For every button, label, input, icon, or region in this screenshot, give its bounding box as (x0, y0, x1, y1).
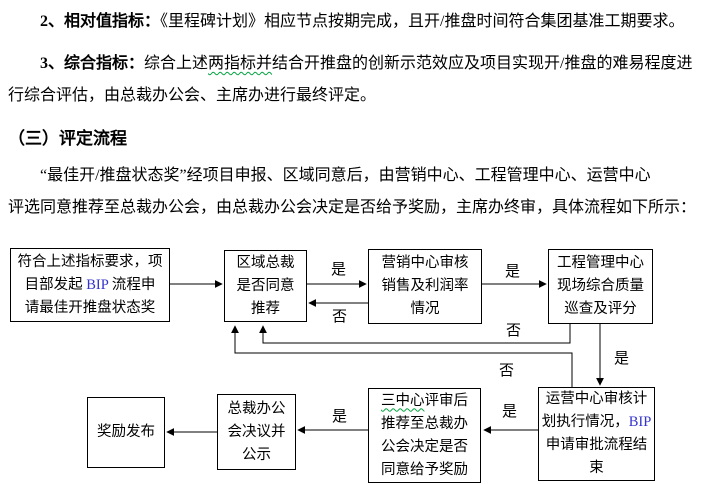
composite-indicator-line1: 3、综合指标：综合上述两指标并结合开推盘的创新示范效应及项目实现开/推盘的难易程… (8, 48, 709, 80)
flow-box-line: 营销中心审核 (381, 255, 469, 271)
paragraph-relative-indicator: 2、相对值指标：《里程碑计划》相应节点按期完成，且开/推盘时间符合集团基准工期要… (8, 6, 709, 38)
flow-box-line: 三中心评审后 (381, 390, 468, 413)
branch-label-yes: 是 (332, 409, 348, 425)
branch-label-no: 否 (506, 323, 522, 339)
section-heading: （三）评定流程 (8, 129, 127, 148)
flow-box-line: 销售及利润率 (381, 278, 469, 294)
flow-box-line: 会决议并 (227, 423, 286, 440)
flow-box-three-centers-recommendation: 三中心评审后 推荐至总裁办 公会决定是否 同意给予奖励 (368, 388, 481, 483)
flow-box-line: 推荐 (251, 300, 280, 317)
spellcheck-wavy-text: 两指标并 (208, 55, 273, 72)
document-body: 2、相对值指标：《里程碑计划》相应节点按期完成，且开/推盘时间符合集团基准工期要… (8, 4, 709, 224)
flow-box-text: 评审后 (424, 392, 469, 409)
flow-box-award-release: 奖励发布 (87, 397, 165, 468)
flow-box-project-application: 符合上述指标要求，项 目部发起 BIP 流程申 请最佳开推盘状态奖 (10, 248, 170, 322)
flow-box-engineering-center-inspection: 工程管理中心 现场综合质量 巡查及评分 (548, 249, 653, 324)
flow-box-marketing-center-review: 营销中心审核 销售及利润率 情况 (368, 249, 482, 324)
branch-label-no: 否 (332, 309, 348, 325)
flow-box-line: 目部发起 BIP 流程申 (25, 274, 156, 297)
relative-indicator-text: 《里程碑计划》相应节点按期完成，且开/推盘时间符合集团基准工期要求。 (160, 13, 685, 30)
paragraph-composite-indicator: 3、综合指标：综合上述两指标并结合开推盘的创新示范效应及项目实现开/推盘的难易程… (8, 48, 709, 112)
composite-indicator-line2: 行综合评估，由总裁办公会、主席办进行最终评定。 (8, 87, 377, 104)
flow-box-line: 运营中心审核计 (545, 391, 648, 407)
flow-box-line: 同意给予奖励 (381, 461, 468, 478)
flow-box-line: 情况 (410, 301, 440, 317)
composite-indicator-text-b: 结合开推盘的创新示范效应及项目实现开/推盘的难易程度进 (272, 55, 693, 72)
flow-box-line: 总裁办公 (227, 400, 286, 417)
process-intro-line1: “最佳开/推盘状态奖”经项目申报、区域同意后，由营销中心、工程管理中心、运营中心 (40, 167, 651, 184)
flow-box-line: 区域总裁 (236, 254, 295, 271)
process-intro-line2: 评选同意推荐至总裁办公会，由总裁办公会决定是否给予奖励，主席办终审，具体流程如下… (8, 199, 697, 216)
flow-box-line: 工程管理中心 (557, 255, 644, 271)
arrow-operations-no-to-regional (231, 325, 573, 387)
arrow-engineering-no-to-regional (259, 324, 571, 344)
flow-box-line: 符合上述指标要求，项 (17, 253, 163, 270)
flow-box-line: 奖励发布 (97, 424, 155, 440)
bip-term: BIP (628, 414, 652, 430)
paragraph-process-intro: “最佳开/推盘状态奖”经项目申报、区域同意后，由营销中心、工程管理中心、运营中心… (8, 160, 709, 224)
flow-box-line: 公示 (242, 446, 271, 463)
flow-box-line: 束 (589, 460, 604, 476)
branch-label-yes: 是 (331, 262, 347, 278)
branch-label-no: 否 (499, 363, 515, 379)
relative-indicator-label: 2、相对值指标： (40, 13, 161, 30)
flow-box-line: 是否同意 (236, 277, 295, 294)
branch-label-yes: 是 (502, 404, 518, 420)
flow-box-text: 流程申 (108, 276, 156, 293)
composite-indicator-label: 3、综合指标： (40, 55, 145, 72)
flow-box-line: 公会决定是否 (381, 438, 468, 455)
branch-label-yes: 是 (505, 264, 521, 280)
flow-box-text: 目部发起 (24, 276, 87, 293)
flow-box-line: 请最佳开推盘状态奖 (24, 299, 156, 316)
flow-box-operations-center-review: 运营中心审核计 划执行情况，BIP 申请审批流程结 束 (538, 387, 655, 481)
bip-term: BIP (86, 276, 109, 293)
flow-box-line: 划执行情况，BIP (542, 411, 652, 434)
flow-box-line: 巡查及评分 (564, 301, 637, 317)
flow-box-text: 划执行情况， (541, 414, 629, 430)
composite-indicator-text-a: 综合上述 (144, 55, 209, 72)
flow-box-line: 现场综合质量 (557, 278, 644, 294)
flow-box-line: 申请审批流程结 (545, 437, 648, 453)
flow-box-regional-president-approval: 区域总裁 是否同意 推荐 (224, 250, 307, 322)
branch-label-yes: 是 (614, 351, 630, 367)
spellcheck-wavy-text: 三中心 (381, 392, 425, 409)
flow-box-line: 推荐至总裁办 (381, 415, 468, 432)
flow-box-president-office-resolution: 总裁办公 会决议并 公示 (217, 394, 296, 470)
